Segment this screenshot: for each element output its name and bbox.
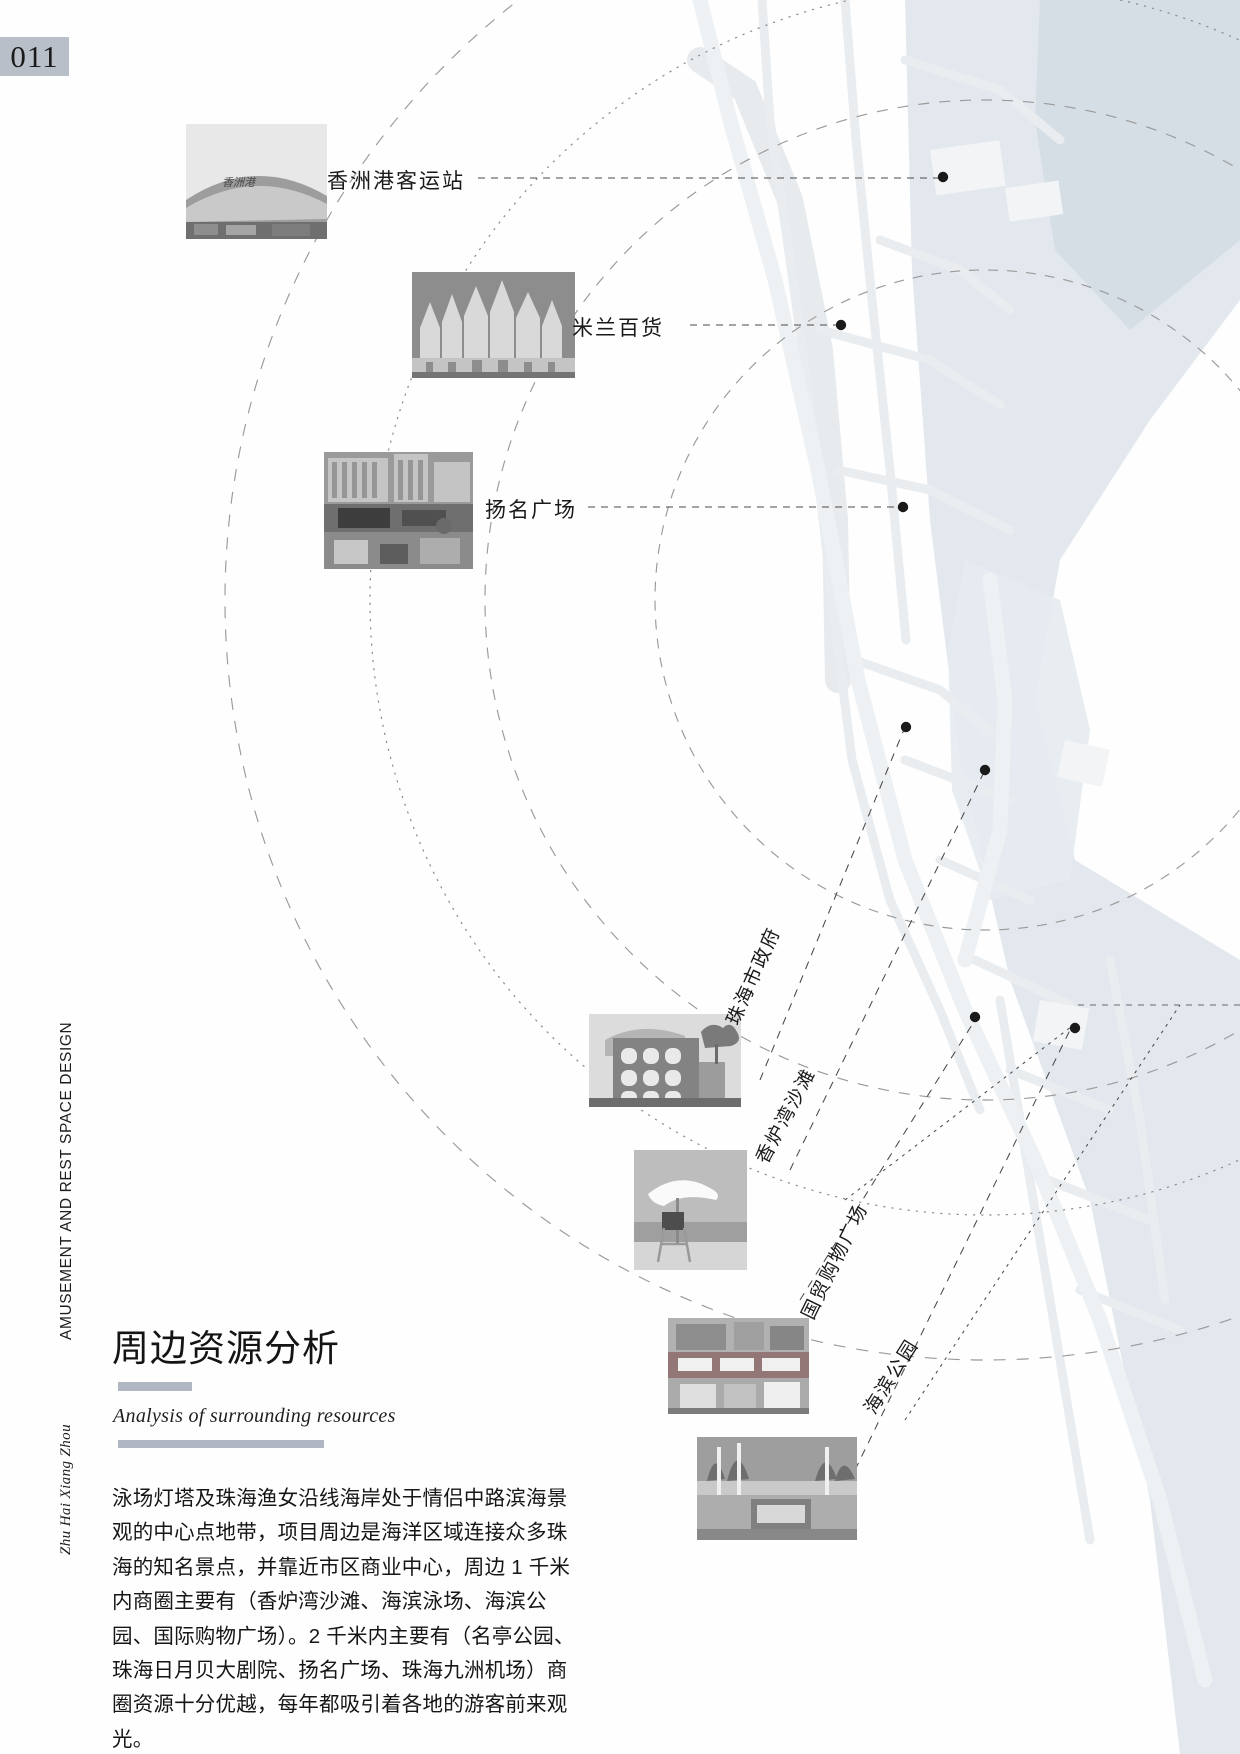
accent-rule-long [118, 1440, 324, 1448]
section-title-zh: 周边资源分析 [112, 1328, 340, 1369]
spine-subtitle: Zhu Hai Xiang Zhou [58, 1424, 74, 1555]
map-label-milan-department-store: 米兰百货 [572, 316, 664, 340]
page-number-badge: 011 [0, 37, 69, 76]
photo-guomao-shopping-plaza [668, 1318, 809, 1414]
map-label-yangming-plaza: 扬名广场 [485, 498, 577, 522]
photo-xiangzhou-port: 香洲港 [186, 124, 327, 239]
map-label-zhuhai-government: 珠海市政府 [723, 924, 786, 1029]
accent-rule-short [118, 1382, 192, 1391]
svg-text:香洲港: 香洲港 [222, 176, 257, 189]
map-label-guomao-shopping-plaza: 国贸购物广场 [798, 1200, 873, 1323]
photo-seaside-park [697, 1437, 857, 1540]
spine-title: AMUSEMENT AND REST SPACE DESIGN [58, 1021, 75, 1340]
map-label-xianglu-bay-beach: 香炉湾沙滩 [752, 1064, 821, 1168]
photo-xianglu-bay-beach [634, 1150, 747, 1270]
section-body-text: 泳场灯塔及珠海渔女沿线海岸处于情侣中路滨海景观的中心点地带，项目周边是海洋区域连… [112, 1487, 575, 1751]
photo-milan-department-store [412, 272, 575, 378]
photo-zhuhai-government [589, 1014, 741, 1107]
photo-yangming-plaza [324, 452, 473, 569]
map-label-xiangzhou-port: 香洲港客运站 [327, 169, 465, 193]
map-label-seaside-park: 海滨公园 [860, 1335, 924, 1419]
section-title-en: Analysis of surrounding resources [113, 1405, 396, 1427]
